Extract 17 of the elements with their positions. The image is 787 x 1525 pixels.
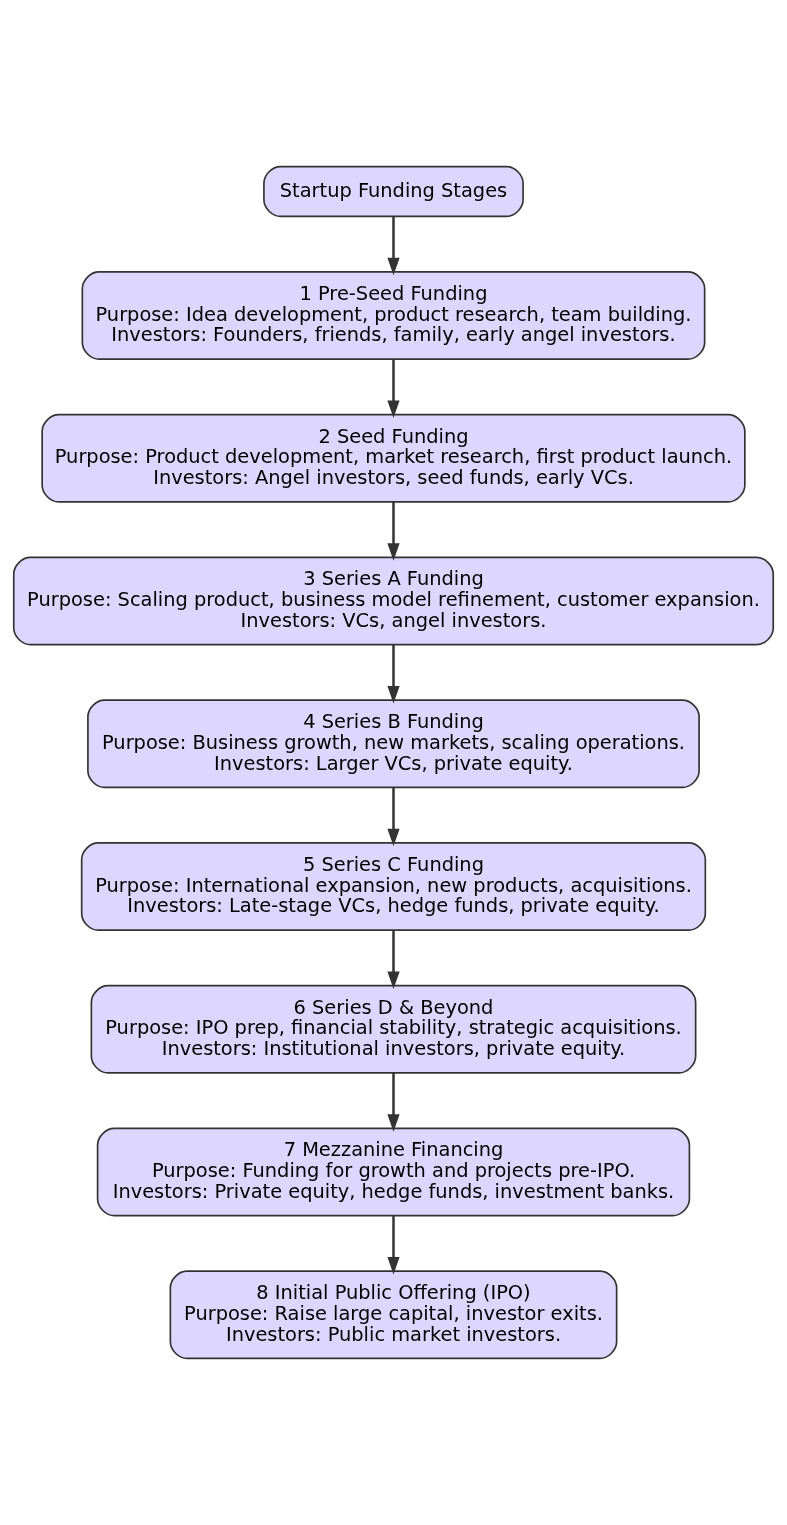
node-box: 7 Mezzanine Financing Purpose: Funding for growth and projects pre-IPO. Investors: Private equity, hedge funds, investment banks. bbox=[96, 1127, 691, 1217]
node-box: Startup Funding Stages bbox=[263, 165, 524, 218]
arrow bbox=[387, 502, 400, 561]
node-box: 1 Pre-Seed Funding Purpose: Idea development, product research, team building. Investors: Founders, friends, family, early angel investors. bbox=[81, 271, 706, 360]
node-box: 8 Initial Public Offering (IPO) Purpose: Raise large capital, investor exits. Investors: Public market investors. bbox=[169, 1270, 618, 1360]
node-box: 6 Series D & Beyond Purpose: IPO prep, financial stability, strategic acquisitions. Investors: Institutional investors, private equity. bbox=[90, 984, 697, 1074]
arrow bbox=[387, 930, 400, 989]
arrow bbox=[387, 787, 400, 847]
node-box: 4 Series B Funding Purpose: Business growth, new markets, scaling operations. Investors: Larger VCs, private equity. bbox=[87, 699, 700, 789]
arrow bbox=[387, 644, 400, 704]
arrow bbox=[387, 359, 400, 418]
arrow bbox=[387, 216, 400, 276]
node-box: 2 Seed Funding Purpose: Product development, market research, first product launch. Investors: Angel investors, seed funds, early VCs. bbox=[41, 413, 746, 503]
arrow bbox=[387, 1215, 400, 1275]
node-box: 5 Series C Funding Purpose: International expansion, new products, acquisitions. Investors: Late-stage VCs, hedge funds, private equity. bbox=[80, 842, 707, 932]
node-box: 3 Series A Funding Purpose: Scaling product, business model refinement, customer expansion. Investors: VCs, angel investors. bbox=[12, 556, 775, 646]
arrow bbox=[387, 1073, 400, 1132]
